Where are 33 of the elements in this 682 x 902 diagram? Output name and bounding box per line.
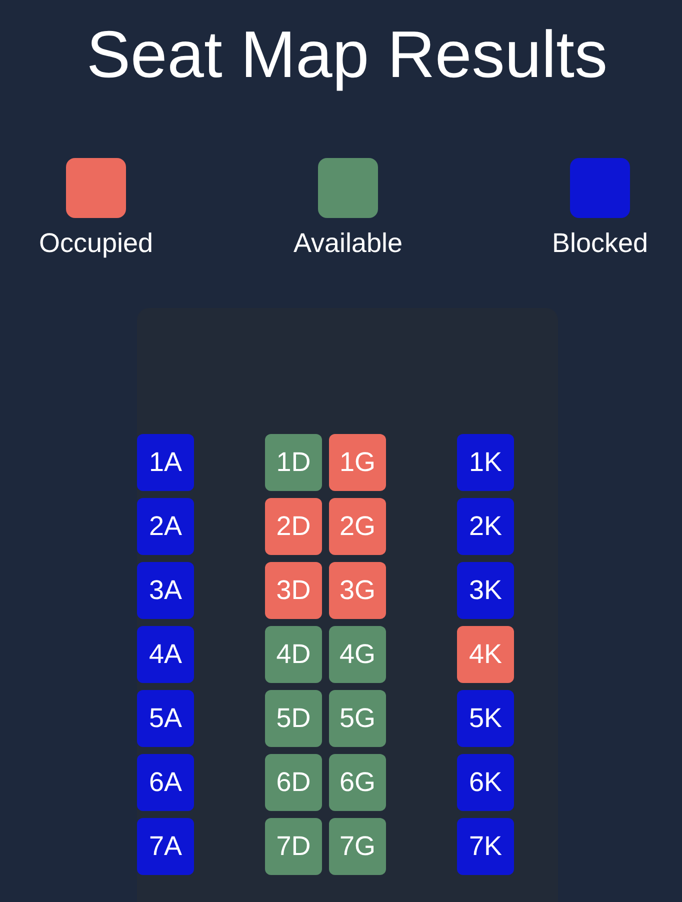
seat: 3G [329, 562, 386, 619]
seat: 1K [457, 434, 514, 491]
seat: 1A [137, 434, 194, 491]
seat: 2D [265, 498, 322, 555]
seat: 7A [137, 818, 194, 875]
seat: 6G [329, 754, 386, 811]
legend-label: Occupied [38, 227, 154, 259]
seat: 5K [457, 690, 514, 747]
seat: 4K [457, 626, 514, 683]
seat: 3A [137, 562, 194, 619]
seat: 6K [457, 754, 514, 811]
seat: 2G [329, 498, 386, 555]
seat: 6A [137, 754, 194, 811]
title: Seat Map Results [86, 16, 608, 93]
seat: 4G [329, 626, 386, 683]
legend-label: Blocked [552, 227, 648, 259]
seat: 2A [137, 498, 194, 555]
seat: 4D [265, 626, 322, 683]
seat: 1G [329, 434, 386, 491]
seat: 5A [137, 690, 194, 747]
cabin-panel [137, 308, 558, 902]
seat: 6D [265, 754, 322, 811]
seat: 3K [457, 562, 514, 619]
legend-label: Available [293, 227, 403, 259]
seat: 7K [457, 818, 514, 875]
seat: 5G [329, 690, 386, 747]
seat: 5D [265, 690, 322, 747]
seat: 4A [137, 626, 194, 683]
seat: 7D [265, 818, 322, 875]
seat: 1D [265, 434, 322, 491]
seat: 2K [457, 498, 514, 555]
seat: 7G [329, 818, 386, 875]
seat: 3D [265, 562, 322, 619]
